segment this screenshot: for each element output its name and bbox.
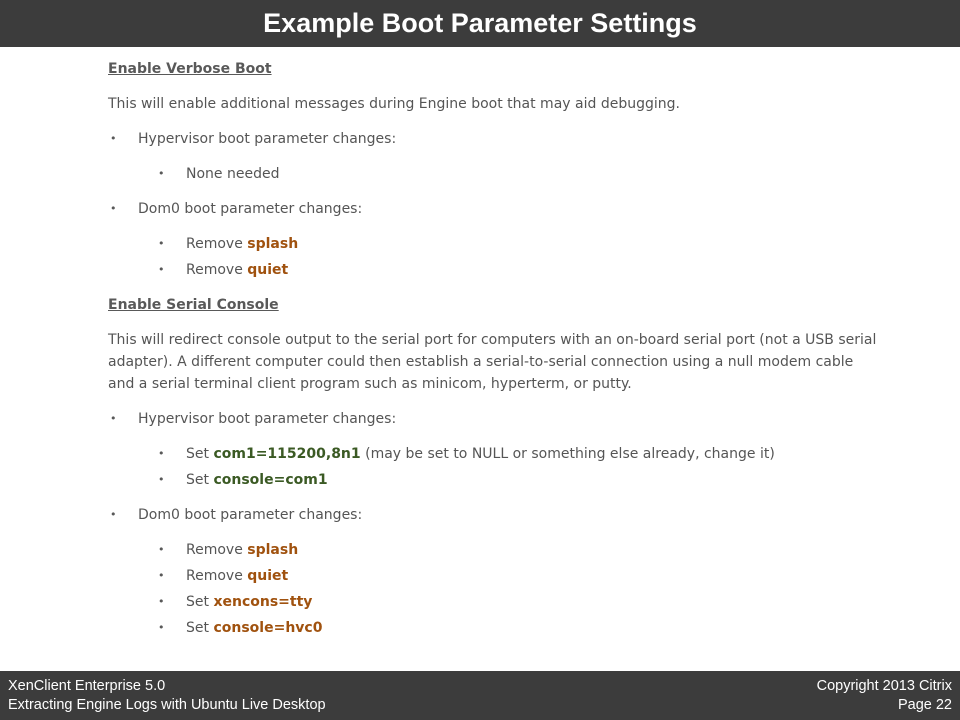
parameter-keyword: xencons=tty — [213, 594, 313, 610]
list-item: • Remove splash — [108, 539, 878, 561]
footer-product: XenClient Enterprise 5.0 — [8, 678, 166, 694]
dom0-label: Dom0 boot parameter changes: — [138, 201, 363, 217]
parameter-keyword: splash — [247, 542, 299, 558]
parameter-keyword: quiet — [247, 262, 289, 278]
list-item: • Dom0 boot parameter changes: — [108, 504, 878, 526]
list-item-prefix: Remove — [186, 568, 248, 584]
bullet-icon: • — [158, 569, 165, 582]
page-number: Page 22 — [897, 697, 952, 713]
slide-content: Enable Verbose Boot This will enable add… — [108, 58, 878, 652]
bullet-icon: • — [158, 167, 165, 180]
list-item-text: None needed — [186, 166, 280, 182]
bullet-icon: • — [110, 202, 117, 215]
list-item-prefix: Set — [186, 446, 214, 462]
bullet-icon: • — [110, 508, 117, 521]
bullet-icon: • — [158, 237, 165, 250]
list-item: • Remove splash — [108, 233, 878, 255]
parameter-keyword: console=com1 — [213, 472, 328, 488]
footer-left: XenClient Enterprise 5.0 Extracting Engi… — [8, 677, 326, 715]
list-item: • Set console=com1 — [108, 469, 878, 491]
bullet-icon: • — [158, 543, 165, 556]
parameter-keyword: console=hvc0 — [213, 620, 323, 636]
bullet-icon: • — [158, 621, 165, 634]
list-item-prefix: Remove — [186, 542, 248, 558]
bullet-icon: • — [110, 412, 117, 425]
page-title: Example Boot Parameter Settings — [263, 8, 697, 38]
list-item: • Hypervisor boot parameter changes: — [108, 408, 878, 430]
section-heading-serial-console: Enable Serial Console — [108, 297, 279, 313]
title-bar: Example Boot Parameter Settings — [0, 0, 960, 47]
list-item-prefix: Remove — [186, 262, 248, 278]
footer-subtitle: Extracting Engine Logs with Ubuntu Live … — [8, 697, 326, 713]
bullet-icon: • — [110, 132, 117, 145]
list-item-prefix: Set — [186, 472, 214, 488]
list-item: • Remove quiet — [108, 565, 878, 587]
bullet-icon: • — [158, 263, 165, 276]
list-item: • Remove quiet — [108, 259, 878, 281]
list-item: • Hypervisor boot parameter changes: — [108, 128, 878, 150]
list-item: • None needed — [108, 163, 878, 185]
list-item: • Set xencons=tty — [108, 591, 878, 613]
list-item-prefix: Set — [186, 620, 214, 636]
footer-bar: XenClient Enterprise 5.0 Extracting Engi… — [0, 671, 960, 720]
footer-right: Copyright 2013 Citrix Page 22 — [817, 677, 952, 715]
hypervisor-label: Hypervisor boot parameter changes: — [138, 411, 397, 427]
list-item: • Set com1=115200,8n1 (may be set to NUL… — [108, 443, 878, 465]
section-heading-verbose-boot: Enable Verbose Boot — [108, 61, 272, 77]
list-item-suffix: (may be set to NULL or something else al… — [360, 446, 775, 462]
bullet-icon: • — [158, 473, 165, 486]
bullet-icon: • — [158, 447, 165, 460]
parameter-keyword: quiet — [247, 568, 289, 584]
bullet-icon: • — [158, 595, 165, 608]
parameter-keyword: splash — [247, 236, 299, 252]
section-description-serial-console: This will redirect console output to the… — [108, 332, 877, 392]
dom0-label: Dom0 boot parameter changes: — [138, 507, 363, 523]
list-item-prefix: Remove — [186, 236, 248, 252]
hypervisor-label: Hypervisor boot parameter changes: — [138, 131, 397, 147]
section-description-verbose-boot: This will enable additional messages dur… — [108, 96, 680, 112]
footer-copyright: Copyright 2013 Citrix — [816, 678, 952, 694]
list-item: • Dom0 boot parameter changes: — [108, 198, 878, 220]
list-item-prefix: Set — [186, 594, 214, 610]
parameter-keyword: com1=115200,8n1 — [213, 446, 361, 462]
list-item: • Set console=hvc0 — [108, 617, 878, 639]
